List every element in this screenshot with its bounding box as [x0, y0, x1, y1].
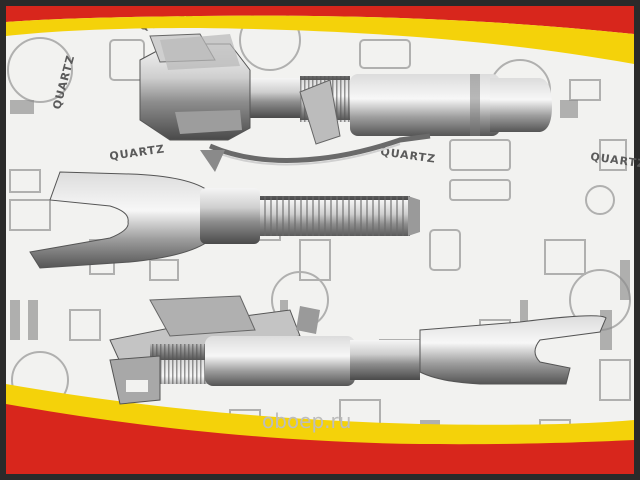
adjuster-bottom: [109, 295, 607, 405]
forked-screw-middle: [29, 171, 420, 269]
adjuster-top: [139, 33, 552, 172]
color-stripes: [6, 6, 634, 474]
watermark-text: oboep.ru: [262, 409, 351, 433]
